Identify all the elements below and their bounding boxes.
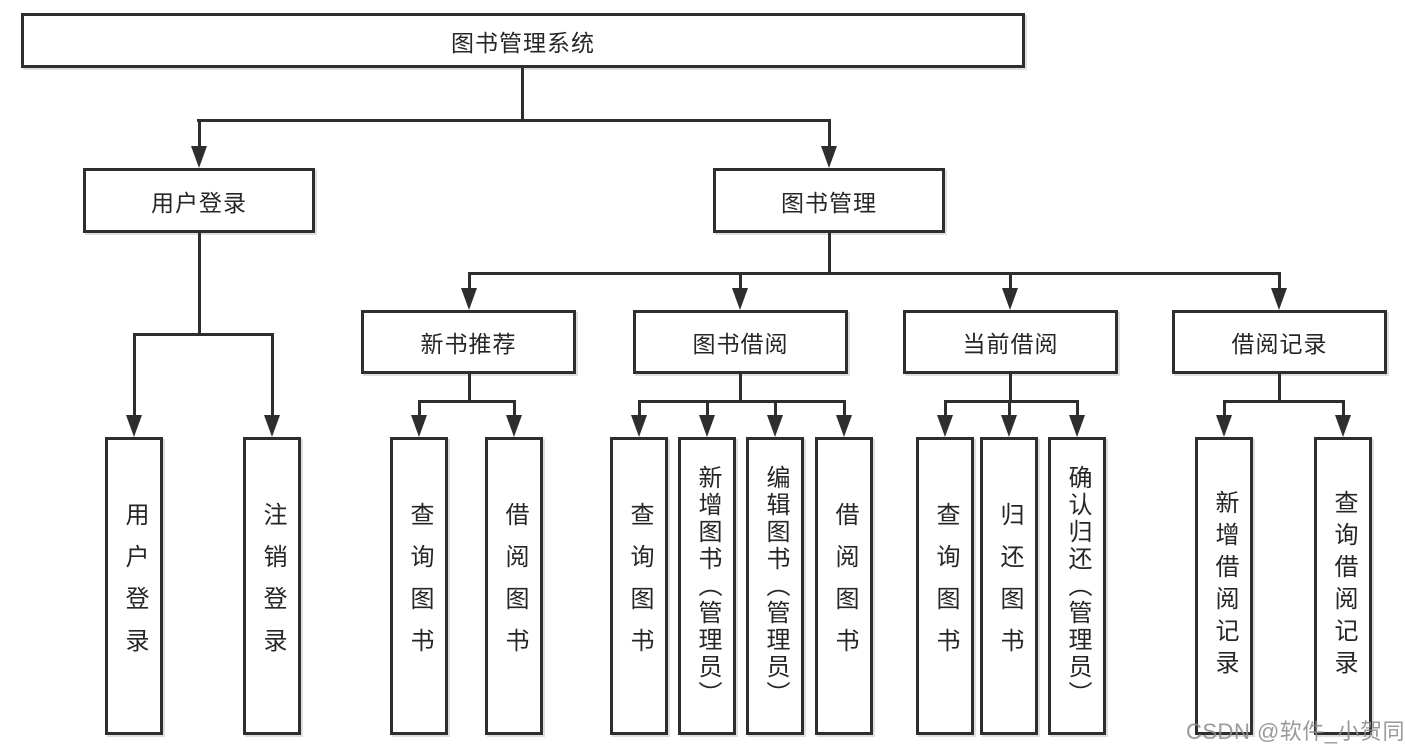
- node-book-management-label: 图书管理: [781, 189, 877, 216]
- connector-line: [521, 68, 524, 122]
- leaf-bb-borrow-book: 借阅图书: [815, 437, 873, 735]
- connector-line: [198, 119, 201, 150]
- leaf-bb-query-book-label: 查询图书: [626, 502, 653, 670]
- arrowhead-down-icon: [732, 288, 748, 310]
- leaf-br-query-record-label: 查询借阅记录: [1330, 490, 1357, 682]
- node-borrowing-records-label: 借阅记录: [1231, 331, 1328, 357]
- arrowhead-down-icon: [631, 415, 647, 437]
- leaf-nb-query-book: 查询图书: [390, 437, 448, 735]
- arrowhead-down-icon: [1069, 415, 1085, 437]
- arrowhead-down-icon: [1335, 415, 1351, 437]
- arrowhead-down-icon: [1001, 415, 1017, 437]
- leaf-cb-return-book-label: 归还图书: [996, 502, 1023, 670]
- leaf-bb-add-book: 新增图书（管理员）: [678, 437, 736, 735]
- leaf-logout-label: 注销登录: [259, 502, 286, 670]
- leaf-bb-add-book-label: 新增图书（管理员）: [694, 464, 721, 708]
- connector-line: [739, 374, 742, 403]
- arrowhead-down-icon: [937, 415, 953, 437]
- arrowhead-down-icon: [411, 415, 427, 437]
- leaf-bb-edit-book: 编辑图书（管理员）: [746, 437, 804, 735]
- connector-line: [1342, 400, 1345, 417]
- node-user-login-label: 用户登录: [151, 189, 247, 216]
- leaf-bb-edit-book-label: 编辑图书（管理员）: [762, 464, 789, 708]
- connector-line: [1076, 400, 1079, 417]
- arrowhead-down-icon: [836, 415, 852, 437]
- connector-line: [468, 374, 471, 403]
- arrowhead-down-icon: [461, 288, 477, 310]
- connector-line: [828, 119, 831, 150]
- leaf-user-login-label: 用户登录: [121, 502, 148, 670]
- leaf-bb-query-book: 查询图书: [610, 437, 668, 735]
- connector-line: [739, 272, 742, 290]
- leaf-cb-query-book-label: 查询图书: [932, 502, 959, 670]
- connector-line: [133, 333, 274, 336]
- connector-line: [198, 233, 201, 336]
- leaf-nb-borrow-book-label: 借阅图书: [501, 502, 528, 670]
- connector-line: [468, 272, 471, 290]
- connector-line: [638, 400, 641, 417]
- arrowhead-down-icon: [264, 415, 280, 437]
- arrowhead-down-icon: [699, 415, 715, 437]
- node-user-login: 用户登录: [83, 168, 315, 233]
- node-borrowing-records: 借阅记录: [1172, 310, 1387, 374]
- leaf-br-query-record: 查询借阅记录: [1314, 437, 1372, 735]
- leaf-br-add-record-label: 新增借阅记录: [1211, 490, 1238, 682]
- arrowhead-down-icon: [1271, 288, 1287, 310]
- connector-line: [418, 400, 514, 403]
- arrowhead-down-icon: [191, 146, 207, 168]
- node-root: 图书管理系统: [21, 13, 1025, 68]
- node-book-borrowing: 图书借阅: [633, 310, 848, 374]
- node-book-management: 图书管理: [713, 168, 945, 233]
- node-new-book-recommendation-label: 新书推荐: [420, 331, 517, 357]
- arrowhead-down-icon: [767, 415, 783, 437]
- leaf-nb-query-book-label: 查询图书: [406, 502, 433, 670]
- node-book-borrowing-label: 图书借阅: [692, 331, 789, 357]
- connector-line: [1008, 400, 1011, 417]
- arrowhead-down-icon: [126, 415, 142, 437]
- node-new-book-recommendation: 新书推荐: [361, 310, 576, 374]
- connector-line: [418, 400, 421, 417]
- connector-line: [944, 400, 947, 417]
- connector-line: [133, 333, 136, 417]
- leaf-cb-query-book: 查询图书: [916, 437, 974, 735]
- node-current-borrowing-label: 当前借阅: [962, 331, 1059, 357]
- connector-line: [1223, 400, 1226, 417]
- leaf-logout: 注销登录: [243, 437, 301, 735]
- connector-line: [271, 333, 274, 417]
- leaf-br-add-record: 新增借阅记录: [1195, 437, 1253, 735]
- arrowhead-down-icon: [1002, 288, 1018, 310]
- connector-line: [468, 272, 1280, 275]
- connector-line: [197, 119, 831, 122]
- connector-line: [1009, 374, 1012, 403]
- connector-line: [1223, 400, 1343, 403]
- connector-line: [706, 400, 709, 417]
- arrowhead-down-icon: [506, 415, 522, 437]
- leaf-user-login: 用户登录: [105, 437, 163, 735]
- connector-line: [1278, 272, 1281, 290]
- connector-line: [843, 400, 846, 417]
- arrowhead-down-icon: [1216, 415, 1232, 437]
- connector-line: [1278, 374, 1281, 403]
- leaf-cb-confirm-return-label: 确认归还（管理员）: [1064, 464, 1091, 708]
- connector-line: [774, 400, 777, 417]
- connector-line: [1009, 272, 1012, 290]
- connector-line: [828, 233, 831, 275]
- leaf-cb-confirm-return: 确认归还（管理员）: [1048, 437, 1106, 735]
- leaf-nb-borrow-book: 借阅图书: [485, 437, 543, 735]
- leaf-cb-return-book: 归还图书: [980, 437, 1038, 735]
- connector-line: [638, 400, 844, 403]
- connector-line: [513, 400, 516, 417]
- connector-line: [944, 400, 1078, 403]
- node-current-borrowing: 当前借阅: [903, 310, 1118, 374]
- node-root-label: 图书管理系统: [451, 29, 595, 56]
- csdn-watermark: CSDN @软件_小贺同学: [1186, 719, 1405, 744]
- arrowhead-down-icon: [821, 146, 837, 168]
- leaf-bb-borrow-book-label: 借阅图书: [831, 502, 858, 670]
